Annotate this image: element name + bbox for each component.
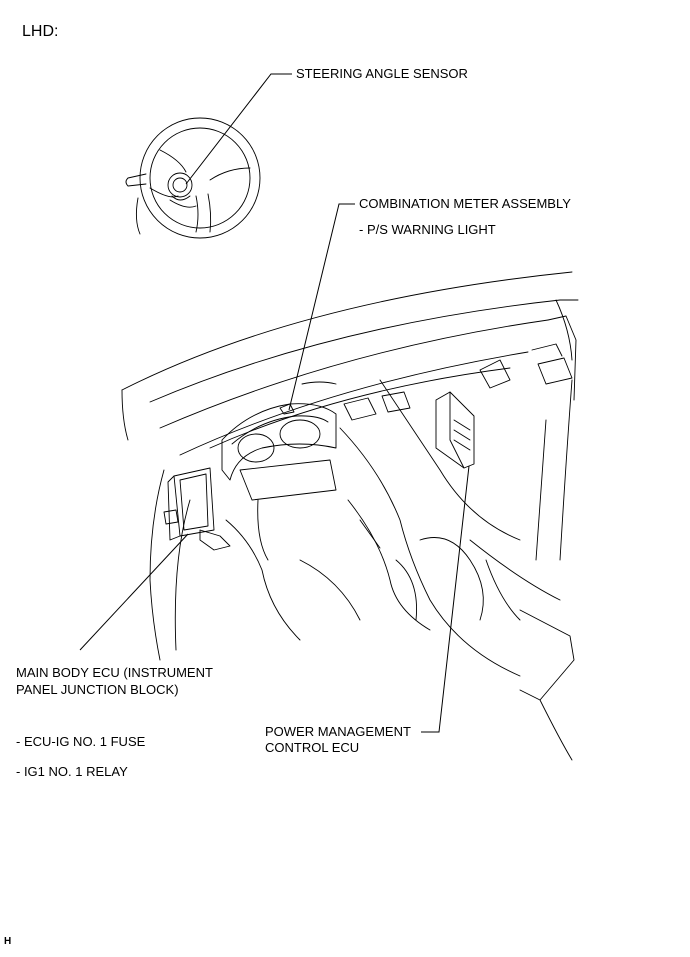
label-ecu-ig-fuse: - ECU-IG NO. 1 FUSE [16,734,146,749]
label-main-body-ecu-line1: MAIN BODY ECU (INSTRUMENT [16,665,213,680]
label-ps-warning-light: - P/S WARNING LIGHT [359,222,496,237]
main-body-ecu-part [163,467,231,551]
label-ig1-relay: - IG1 NO. 1 RELAY [16,764,128,779]
label-main-body-ecu-line2: PANEL JUNCTION BLOCK) [16,682,179,697]
power-management-ecu-part [435,391,475,469]
leader-combination-meter [288,203,355,411]
steering-wheel-illustration [125,117,261,239]
page-title: LHD: [22,23,59,40]
steering-angle-sensor-part [167,172,193,201]
label-combination-meter: COMBINATION METER ASSEMBLY [359,196,571,211]
label-steering-angle-sensor: STEERING ANGLE SENSOR [296,66,468,81]
footer-mark: H [4,936,12,947]
combination-meter-part [221,403,337,481]
label-power-management-line2: CONTROL ECU [265,740,360,755]
leader-main-body-ecu [79,533,189,651]
leader-power-management-ecu [421,465,470,733]
label-power-management-line1: POWER MANAGEMENT [265,724,411,739]
dashboard-illustration [121,271,579,761]
leader-steering-angle-sensor [185,73,292,185]
